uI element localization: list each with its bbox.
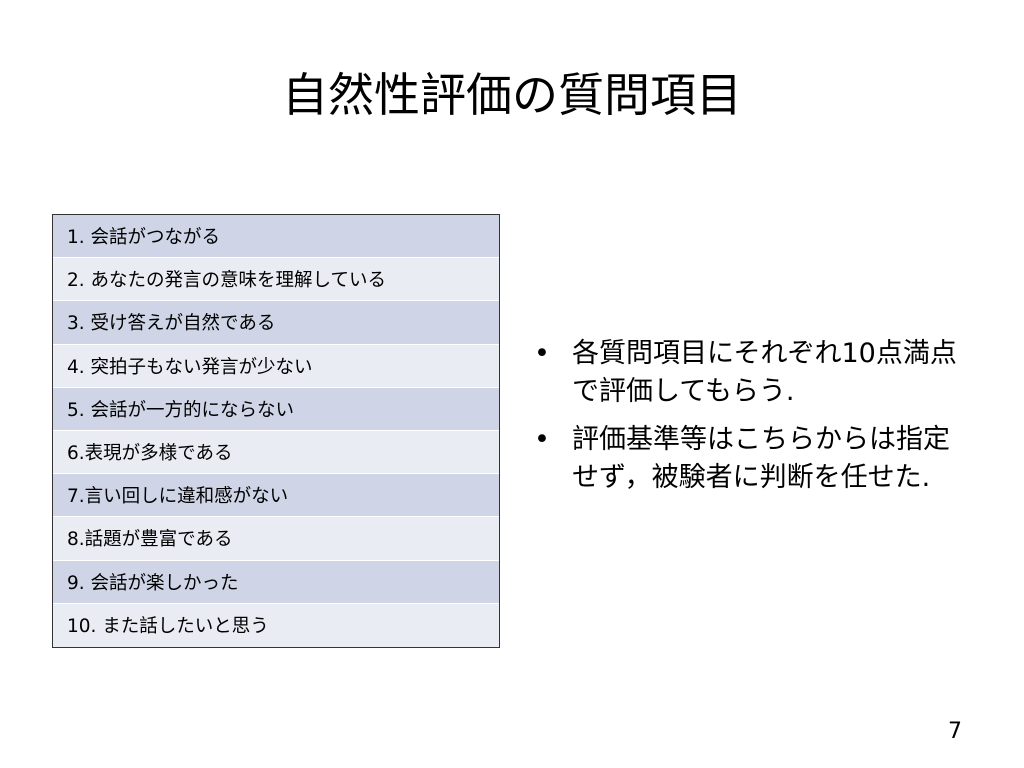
table-row: 1. 会話がつながる [53, 215, 499, 259]
table-row: 5. 会話が一方的にならない [53, 387, 499, 431]
bullet-icon: • [534, 338, 550, 369]
bullet-icon: • [534, 424, 550, 455]
bullet-list: • 各質問項目にそれぞれ10点満点で評価してもらう. • 評価基準等はこちらから… [532, 335, 972, 507]
table-row: 8.話題が豊富である [53, 517, 499, 561]
table-row: 10. また話したいと思う [53, 603, 499, 647]
bullet-text: 評価基準等はこちらからは指定せず，被験者に判断を任せた. [572, 424, 950, 493]
question-table: 1. 会話がつながる 2. あなたの発言の意味を理解している 3. 受け答えが自… [52, 214, 500, 648]
table-row: 2. あなたの発言の意味を理解している [53, 258, 499, 302]
slide-title: 自然性評価の質問項目 [282, 68, 742, 122]
bullet-item: • 各質問項目にそれぞれ10点満点で評価してもらう. [532, 335, 972, 411]
bullet-item: • 評価基準等はこちらからは指定せず，被験者に判断を任せた. [532, 421, 972, 497]
table-row: 6.表現が多様である [53, 430, 499, 475]
table-row: 4. 突拍子もない発言が少ない [53, 344, 499, 388]
page-number: 7 [948, 719, 962, 744]
table-row: 7.言い回しに違和感がない [53, 474, 499, 518]
table-row: 9. 会話が楽しかった [53, 560, 499, 604]
bullet-text: 各質問項目にそれぞれ10点満点で評価してもらう. [572, 338, 957, 407]
table-row: 3. 受け答えが自然である [53, 301, 499, 345]
